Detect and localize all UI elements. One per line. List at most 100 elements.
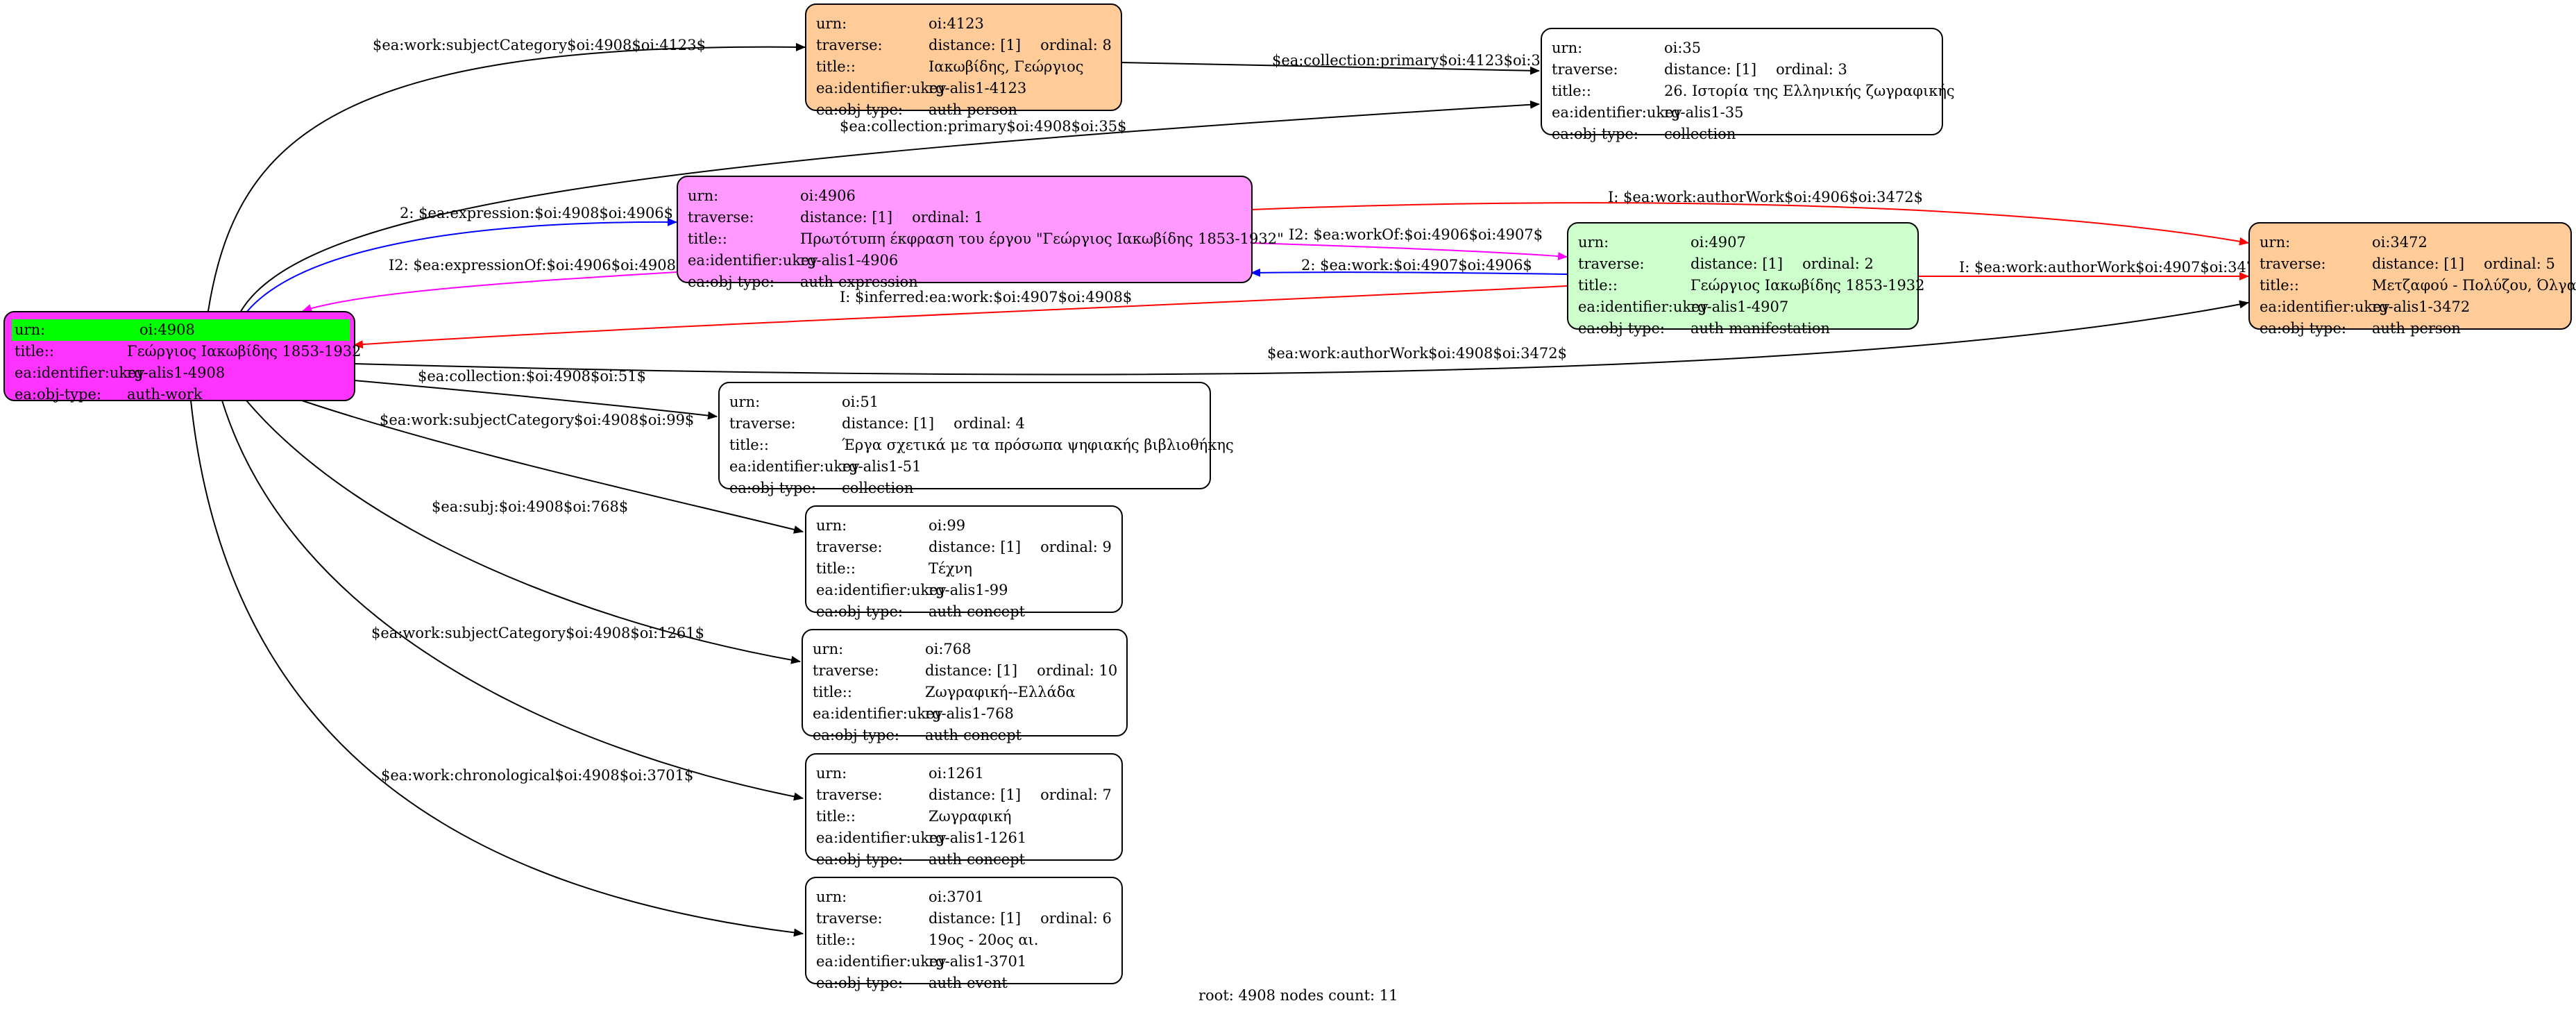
ukey-value: rg-alis1-3472 [2372, 298, 2471, 315]
urn-value: oi:3472 [2372, 234, 2427, 251]
distance-value: distance: [1] [1690, 255, 1783, 272]
edge-collection-4908-35 [239, 100, 1540, 314]
type-label: ea:obj-type: [729, 480, 816, 496]
traverse-label: traverse: [729, 415, 796, 432]
edge-label-authorwork-4906: I: $ea:work:authorWork$oi:4906$oi:3472$ [1608, 189, 1923, 205]
title-value: Γεώργιος Ιακωβίδης 1853-1932 [1690, 277, 1925, 294]
urn-label: urn: [688, 187, 719, 204]
type-label: ea:obj-type: [816, 101, 903, 118]
type-value: auth-manifestation [1690, 320, 1831, 337]
edge-authorwork-4906 [1251, 202, 2249, 246]
urn-label: urn: [2260, 234, 2291, 251]
ordinal-value: ordinal: 4 [954, 415, 1025, 432]
type-value: auth-concept [929, 851, 1026, 868]
ordinal-value: ordinal: 10 [1037, 662, 1118, 679]
traverse-label: traverse: [688, 209, 754, 226]
type-label: ea:obj-type: [688, 273, 774, 290]
title-label: title:: [813, 684, 852, 700]
traverse-label: traverse: [816, 37, 883, 53]
edge-inferred [353, 285, 1568, 349]
node-oi-768[interactable]: urn:oi:768 traverse:distance: [1]ordinal… [802, 629, 1128, 743]
ukey-label: ea:identifier:ukey [15, 364, 145, 381]
title-value: Γεώργιος Ιακωβίδης 1853-1932 [127, 343, 362, 360]
edge-label-subjectcategory-4123: $ea:work:subjectCategory$oi:4908$oi:4123… [373, 37, 706, 53]
ukey-label: ea:identifier:ukey [816, 830, 947, 846]
node-oi-99[interactable]: urn:oi:99 traverse:distance: [1]ordinal:… [805, 505, 1123, 620]
edge-label-expression: 2: $ea:expression:$oi:4908$oi:4906$ [400, 205, 674, 221]
node-oi-51[interactable]: urn:oi:51 traverse:distance: [1]ordinal:… [718, 382, 1234, 496]
edge-label-collection-51: $ea:collection:$oi:4908$oi:51$ [418, 368, 646, 385]
node-oi-4123[interactable]: urn:oi:4123 traverse:distance: [1]ordina… [805, 3, 1122, 118]
ukey-label: ea:identifier:ukey [813, 705, 943, 722]
ukey-value: rg-alis1-4907 [1690, 298, 1789, 315]
ordinal-value: ordinal: 9 [1040, 539, 1112, 555]
urn-label: urn: [729, 394, 761, 410]
distance-value: distance: [1] [929, 910, 1022, 927]
ukey-label: ea:identifier:ukey [688, 252, 818, 269]
edge-label-authorwork-4907: I: $ea:work:authorWork$oi:4907$oi:3472$ [1959, 259, 2274, 276]
urn-label: urn: [816, 15, 847, 32]
edge-label-expressionof: I2: $ea:expressionOf:$oi:4906$oi:4908$ [389, 257, 686, 273]
ukey-value: rg-alis1-51 [842, 458, 922, 475]
node-oi-4906[interactable]: urn:oi:4906 traverse:distance: [1]ordina… [677, 176, 1284, 290]
node-oi-4908-root[interactable]: urn:oi:4908 title::Γεώργιος Ιακωβίδης 18… [3, 311, 362, 403]
edge-label-workof: I2: $ea:workOf:$oi:4906$oi:4907$ [1289, 226, 1543, 243]
urn-value: oi:1261 [929, 765, 984, 782]
ukey-value: rg-alis1-35 [1664, 104, 1744, 121]
type-value: collection [1664, 126, 1736, 142]
distance-value: distance: [1] [842, 415, 935, 432]
distance-value: distance: [1] [1664, 61, 1757, 78]
node-oi-35[interactable]: urn:oi:35 traverse:distance: [1]ordinal:… [1541, 28, 1955, 142]
distance-value: distance: [1] [929, 37, 1022, 53]
title-value: Πρωτότυπη έκφραση του έργου "Γεώργιος Ια… [800, 230, 1284, 247]
edge-label-subj-768: $ea:subj:$oi:4908$oi:768$ [432, 498, 629, 515]
ukey-label: ea:identifier:ukey [816, 582, 947, 598]
urn-label: urn: [816, 765, 847, 782]
traverse-label: traverse: [816, 539, 883, 555]
title-value: Ζωγραφική [929, 808, 1012, 825]
ukey-value: rg-alis1-99 [929, 582, 1008, 598]
edge-collection-51 [353, 380, 718, 420]
title-label: title:: [1552, 83, 1591, 99]
title-label: title:: [816, 808, 856, 825]
ordinal-value: ordinal: 5 [2484, 255, 2555, 272]
traverse-label: traverse: [816, 910, 883, 927]
ukey-label: ea:identifier:ukey [1578, 298, 1709, 315]
type-label: ea:obj-type: [816, 603, 903, 620]
node-oi-3701[interactable]: urn:oi:3701 traverse:distance: [1]ordina… [805, 877, 1123, 991]
ukey-label: ea:identifier:ukey [1552, 104, 1682, 121]
traverse-label: traverse: [1552, 61, 1618, 78]
node-oi-4907[interactable]: urn:oi:4907 traverse:distance: [1]ordina… [1567, 222, 1925, 337]
title-value: 19ος - 20ος αι. [929, 932, 1039, 948]
node-oi-3472[interactable]: urn:oi:3472 traverse:distance: [1]ordina… [2248, 222, 2576, 337]
edge-label-subjectcategory-1261: $ea:work:subjectCategory$oi:4908$oi:1261… [371, 625, 705, 641]
ukey-label: ea:identifier:ukey [816, 953, 947, 970]
type-value: auth-concept [929, 603, 1026, 620]
distance-value: distance: [1] [929, 786, 1022, 803]
edge-label-subjectcategory-99: $ea:work:subjectCategory$oi:4908$oi:99$ [380, 412, 695, 428]
urn-value: oi:4906 [800, 187, 856, 204]
ukey-label: ea:identifier:ukey [729, 458, 860, 475]
edge-workof [1251, 242, 1568, 261]
title-label: title:: [816, 58, 856, 75]
ordinal-value: ordinal: 2 [1802, 255, 1874, 272]
type-value: auth-person [929, 101, 1017, 118]
urn-value: oi:4908 [139, 319, 350, 341]
type-label: ea:obj-type: [816, 975, 903, 991]
urn-value: oi:768 [925, 641, 972, 657]
node-oi-1261[interactable]: urn:oi:1261 traverse:distance: [1]ordina… [805, 753, 1123, 868]
ordinal-value: ordinal: 6 [1040, 910, 1112, 927]
title-label: title:: [2260, 277, 2299, 294]
title-value: Ζωγραφική--Ελλάδα [925, 684, 1076, 700]
ordinal-value: ordinal: 1 [912, 209, 983, 226]
ukey-value: rg-alis1-768 [925, 705, 1014, 722]
type-value: auth-event [929, 975, 1008, 991]
type-label: ea:obj-type: [816, 851, 903, 868]
edge-expression [246, 217, 677, 313]
traverse-label: traverse: [813, 662, 879, 679]
ordinal-value: ordinal: 7 [1040, 786, 1112, 803]
edge-label-collection-4123-35: $ea:collection:primary$oi:4123$oi:35$ [1272, 52, 1559, 69]
edge-chronological-3701 [190, 400, 804, 937]
